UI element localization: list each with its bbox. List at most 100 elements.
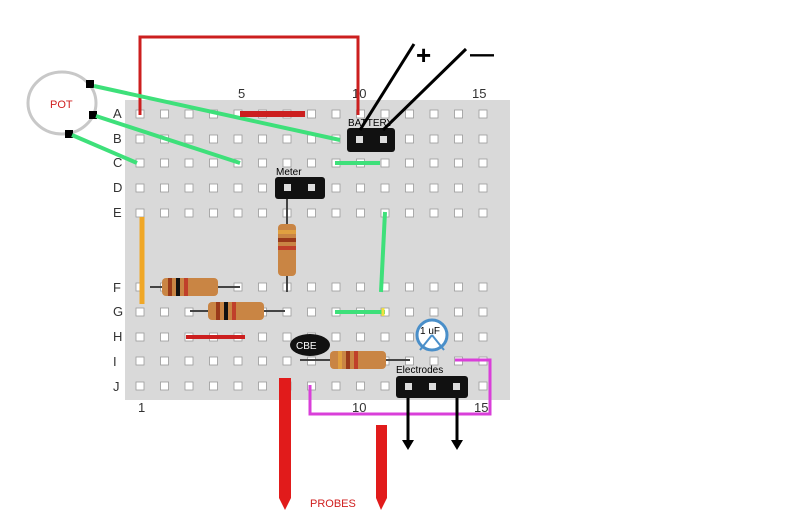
- breadboard-hole: [160, 158, 169, 168]
- electrodes-label: Electrodes: [396, 365, 443, 376]
- green-vertical-wire: [379, 211, 387, 293]
- breadboard-hole: [282, 356, 292, 366]
- breadboard-hole: [160, 183, 169, 193]
- battery-connector: [347, 128, 395, 152]
- breadboard-hole: [209, 183, 218, 193]
- breadboard-hole: [454, 158, 463, 168]
- electrode-pin-3: [453, 383, 460, 390]
- probes-label: PROBES: [310, 498, 356, 510]
- resistor-vertical-band-1: [278, 230, 296, 234]
- resistor-row-f-band-1: [168, 278, 172, 296]
- pot-wire-1: [93, 84, 341, 142]
- breadboard-hole: [454, 109, 463, 119]
- breadboard-hole: [478, 109, 488, 119]
- breadboard-hole: [307, 109, 316, 119]
- breadboard-hole: [160, 208, 169, 218]
- breadboard-hole: [331, 381, 341, 391]
- breadboard-hole: [454, 208, 463, 218]
- resistor-row-g-band-3: [232, 302, 236, 320]
- positive-terminal-label: +: [416, 40, 431, 70]
- resistor-row-g-band-2: [224, 302, 228, 320]
- breadboard-hole: [429, 134, 439, 144]
- breadboard-hole: [184, 109, 194, 119]
- breadboard-hole: [282, 134, 292, 144]
- breadboard-hole: [478, 134, 488, 144]
- row-label-b: B: [113, 131, 122, 146]
- breadboard-hole: [160, 307, 169, 317]
- row-label-d: D: [113, 180, 122, 195]
- column-number-bottom-10: 10: [352, 400, 366, 415]
- breadboard-hole: [282, 332, 292, 342]
- breadboard-hole: [405, 307, 414, 317]
- negative-terminal-label: —: [470, 41, 494, 68]
- breadboard-hole: [331, 208, 341, 218]
- row-label-a: A: [113, 106, 122, 121]
- row-label-g: G: [113, 304, 123, 319]
- electrode-arrow-2-icon: [451, 440, 463, 450]
- breadboard-hole: [135, 208, 145, 218]
- breadboard-hole: [429, 158, 439, 168]
- breadboard-hole: [429, 307, 439, 317]
- breadboard-hole: [429, 183, 439, 193]
- breadboard-hole: [135, 381, 145, 391]
- meter-connector: [275, 177, 325, 199]
- pot-pin-3: [65, 130, 73, 138]
- pot-wire-2: [95, 114, 241, 165]
- breadboard-hole: [307, 282, 316, 292]
- breadboard-hole: [184, 208, 194, 218]
- capacitor-lead-2: [431, 334, 445, 351]
- breadboard-hole: [184, 134, 194, 144]
- breadboard-hole: [233, 208, 243, 218]
- breadboard-hole: [356, 381, 365, 391]
- breadboard-hole: [405, 109, 414, 119]
- breadboard-hole: [307, 307, 316, 317]
- breadboard-hole: [331, 332, 341, 342]
- breadboard-hole: [405, 282, 414, 292]
- breadboard-hole: [135, 134, 145, 144]
- capacitor-lead-1: [419, 334, 433, 351]
- red-loop-wire: [138, 35, 360, 115]
- resistor-row-f-band-3: [184, 278, 188, 296]
- breadboard-hole: [454, 134, 463, 144]
- row-label-f: F: [113, 280, 121, 295]
- row-label-c: C: [113, 155, 122, 170]
- electrode-pin-1: [405, 383, 412, 390]
- breadboard-hole: [307, 208, 316, 218]
- electrode-pin-2: [429, 383, 436, 390]
- breadboard-hole: [160, 332, 169, 342]
- breadboard-hole: [233, 356, 243, 366]
- breadboard-hole: [209, 356, 218, 366]
- breadboard-hole: [160, 109, 169, 119]
- breadboard-hole: [380, 183, 390, 193]
- breadboard-hole: [135, 158, 145, 168]
- breadboard-hole: [209, 208, 218, 218]
- electrode-arrow-1-icon: [402, 440, 414, 450]
- battery-pin-1: [356, 136, 363, 143]
- breadboard-hole: [405, 158, 414, 168]
- breadboard-hole: [184, 158, 194, 168]
- breadboard-hole: [429, 356, 439, 366]
- probe-right-tip-icon: [376, 498, 387, 510]
- transistor-label: CBE: [296, 341, 317, 352]
- meter-pin-1: [284, 184, 291, 191]
- breadboard-hole: [258, 134, 267, 144]
- battery-label: BATTERY: [348, 118, 394, 129]
- breadboard-hole: [429, 208, 439, 218]
- meter-label: Meter: [276, 167, 302, 178]
- breadboard-hole: [307, 158, 316, 168]
- breadboard-hole: [258, 208, 267, 218]
- row-label-j: J: [113, 379, 120, 394]
- breadboard-hole: [331, 109, 341, 119]
- breadboard-hole: [233, 381, 243, 391]
- battery-pin-2: [380, 136, 387, 143]
- breadboard-hole: [478, 332, 488, 342]
- breadboard-hole: [258, 332, 267, 342]
- breadboard-hole: [258, 158, 267, 168]
- breadboard-hole: [135, 356, 145, 366]
- breadboard-hole: [356, 208, 365, 218]
- breadboard-hole: [454, 282, 463, 292]
- breadboard-hole: [160, 381, 169, 391]
- magenta-wire: [308, 358, 492, 416]
